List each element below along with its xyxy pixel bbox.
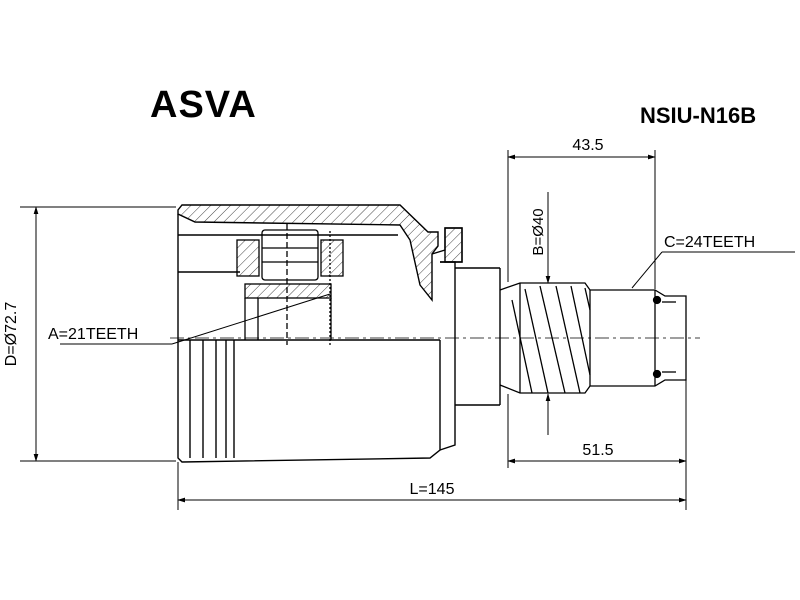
label-outer-teeth: C=24TEETH [664,234,755,251]
housing [177,204,501,463]
dim-total-length: L=145 [410,481,455,498]
dimension-lines [20,150,795,510]
splined-shaft [499,282,687,394]
dim-shaft-diameter: B=Ø40 [530,208,547,255]
label-inner-teeth: A=21TEETH [48,326,138,343]
tripod-assembly [236,224,344,345]
dim-spline-length: 43.5 [572,137,603,154]
part-number: NSIU-N16B [640,103,757,128]
dim-shaft-length: 51.5 [582,442,613,459]
brand-logo: ASVA [150,84,257,126]
dim-outer-diameter: D=Ø72.7 [3,302,20,367]
